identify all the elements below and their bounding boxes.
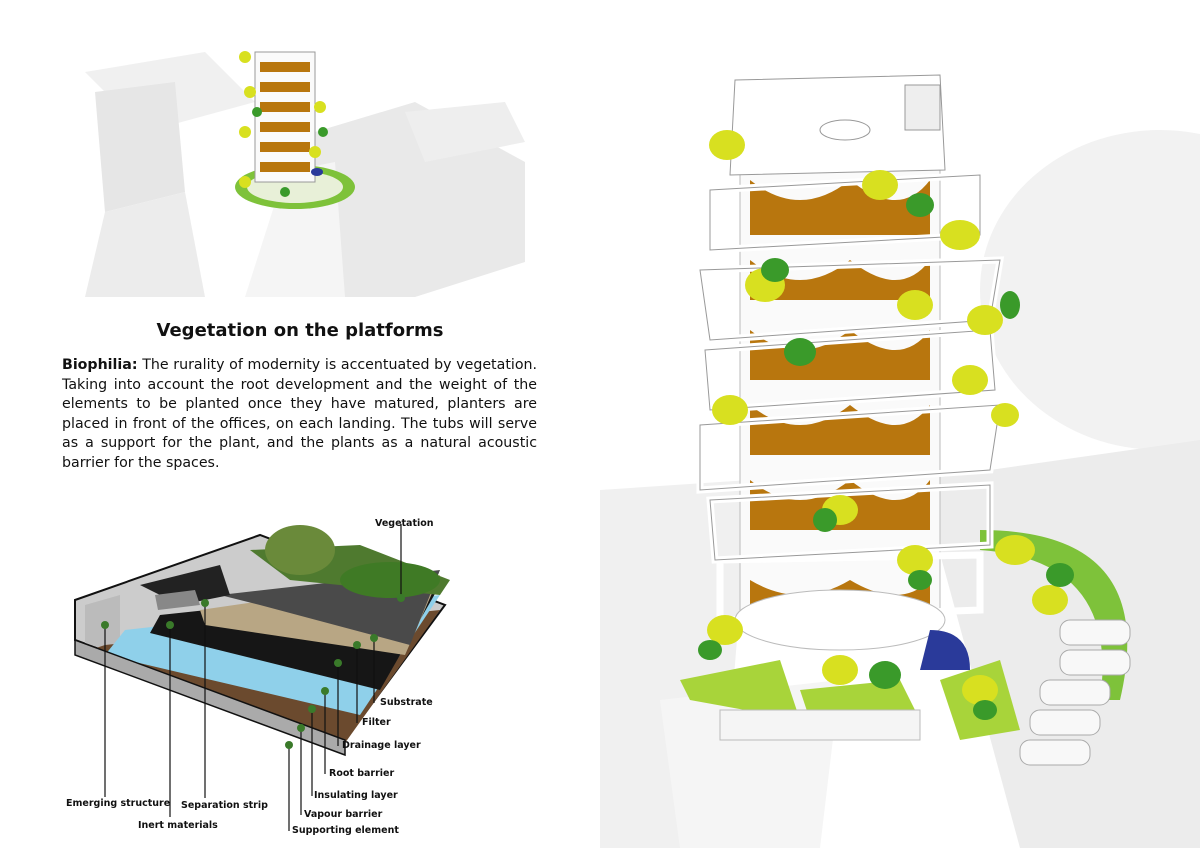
label-insulating-layer: Insulating layer — [314, 790, 398, 801]
label-inert-materials: Inert materials — [138, 820, 218, 831]
label-substrate: Substrate — [380, 697, 433, 708]
label-drainage-layer: Drainage layer — [342, 740, 421, 751]
label-vapour-barrier: Vapour barrier — [304, 809, 383, 820]
body-paragraph: The rurality of modernity is accentuated… — [62, 357, 538, 471]
aerial-site-render — [85, 12, 525, 302]
tower-render — [600, 74, 1200, 848]
section-title: Vegetation on the platforms — [156, 320, 444, 341]
section-body: Biophilia: The rurality of modernity is … — [62, 356, 537, 473]
green-roof-layer-diagram — [74, 524, 450, 831]
label-emerging-structure: Emerging structure — [66, 798, 171, 809]
label-filter: Filter — [362, 717, 391, 728]
label-root-barrier: Root barrier — [329, 768, 395, 779]
label-separation-strip: Separation strip — [181, 800, 268, 811]
label-supporting-element: Supporting element — [292, 825, 399, 836]
lead-term: Biophilia: — [62, 357, 138, 373]
label-vegetation: Vegetation — [375, 518, 434, 529]
